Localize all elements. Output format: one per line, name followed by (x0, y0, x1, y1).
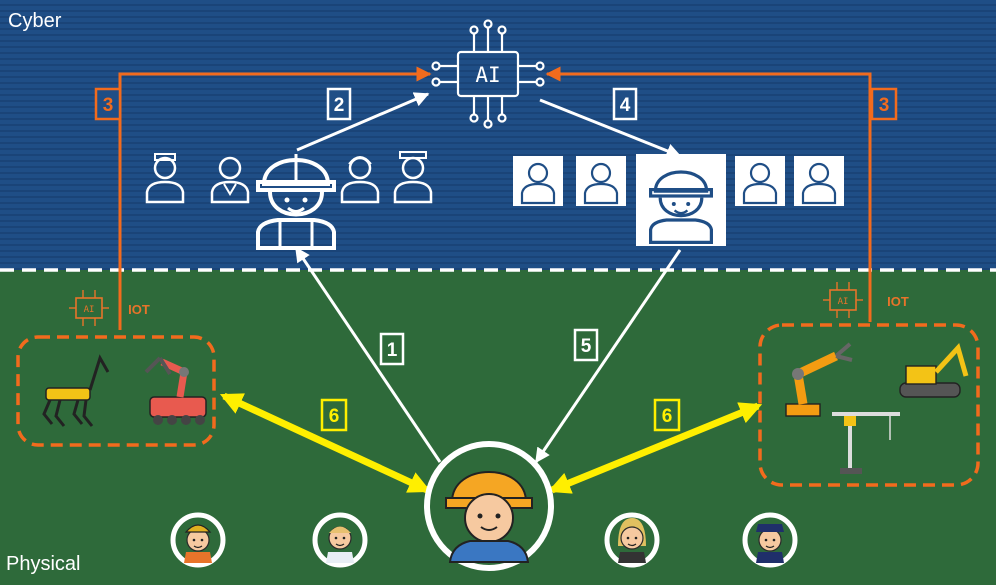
flow-2-arrow (296, 92, 430, 152)
physical-zone-label: Physical (6, 553, 80, 575)
police-officer-avatar (742, 512, 798, 568)
digital-twin-group-right (511, 154, 846, 246)
svg-text:3: 3 (103, 95, 114, 116)
svg-text:6: 6 (662, 406, 673, 427)
iot-label-left: IOT (128, 302, 150, 317)
firefighter-icon (511, 154, 565, 208)
construction-worker-icon (636, 154, 726, 246)
robot-dog-icon (42, 354, 110, 427)
step-label-6-left: 6 (320, 398, 348, 432)
police-officer-icon (792, 154, 846, 208)
step-label-3-right: 3 (870, 87, 898, 121)
svg-text:4: 4 (620, 95, 631, 116)
step-label-6-right: 6 (653, 398, 681, 432)
machines-box-right (758, 323, 980, 487)
firefighter-avatar (170, 512, 226, 568)
doctor-icon (574, 154, 628, 208)
cyber-zone (0, 0, 996, 270)
svg-text:AI: AI (84, 305, 95, 315)
step-label-1: 1 (379, 332, 405, 366)
excavator-icon (899, 343, 969, 398)
flow-6-left-arrow (219, 392, 432, 494)
step-label-3-left: 3 (94, 87, 122, 121)
svg-text:2: 2 (334, 95, 345, 116)
doctor-icon (210, 156, 250, 204)
svg-text:AI: AI (838, 297, 849, 307)
step-label-4: 4 (612, 87, 638, 121)
flow-4-arrow (539, 98, 682, 158)
svg-text:3: 3 (879, 95, 890, 116)
iot-label-right: IOT (887, 294, 909, 309)
office-worker-avatar (604, 512, 660, 568)
ai-chip-label: AI (475, 63, 500, 87)
step-label-5: 5 (573, 328, 599, 362)
flow-3-right (545, 66, 872, 322)
cyber-zone-label: Cyber (8, 10, 62, 32)
digital-twin-group-left (145, 151, 433, 250)
doctor-avatar (312, 512, 368, 568)
firefighter-icon (145, 153, 185, 204)
office-worker-icon (733, 154, 787, 208)
robot-arm-vehicle-icon (144, 356, 207, 425)
ai-iot-icon-right: AI IOT (823, 282, 909, 318)
ai-iot-icon-left: AI IOT (69, 290, 150, 326)
office-worker-icon (340, 156, 380, 204)
tower-crane-icon (832, 412, 900, 474)
flow-3-left (118, 66, 432, 330)
svg-text:1: 1 (387, 340, 398, 361)
construction-worker-avatar (424, 441, 554, 571)
step-label-2: 2 (326, 87, 352, 121)
ai-chip-icon: AI (431, 19, 545, 129)
flow-6-right-arrow (547, 402, 763, 494)
industrial-robot-arm-icon (785, 342, 853, 417)
svg-text:5: 5 (581, 336, 592, 357)
police-officer-icon (393, 151, 433, 204)
machines-box-left (16, 335, 216, 447)
svg-text:6: 6 (329, 406, 340, 427)
